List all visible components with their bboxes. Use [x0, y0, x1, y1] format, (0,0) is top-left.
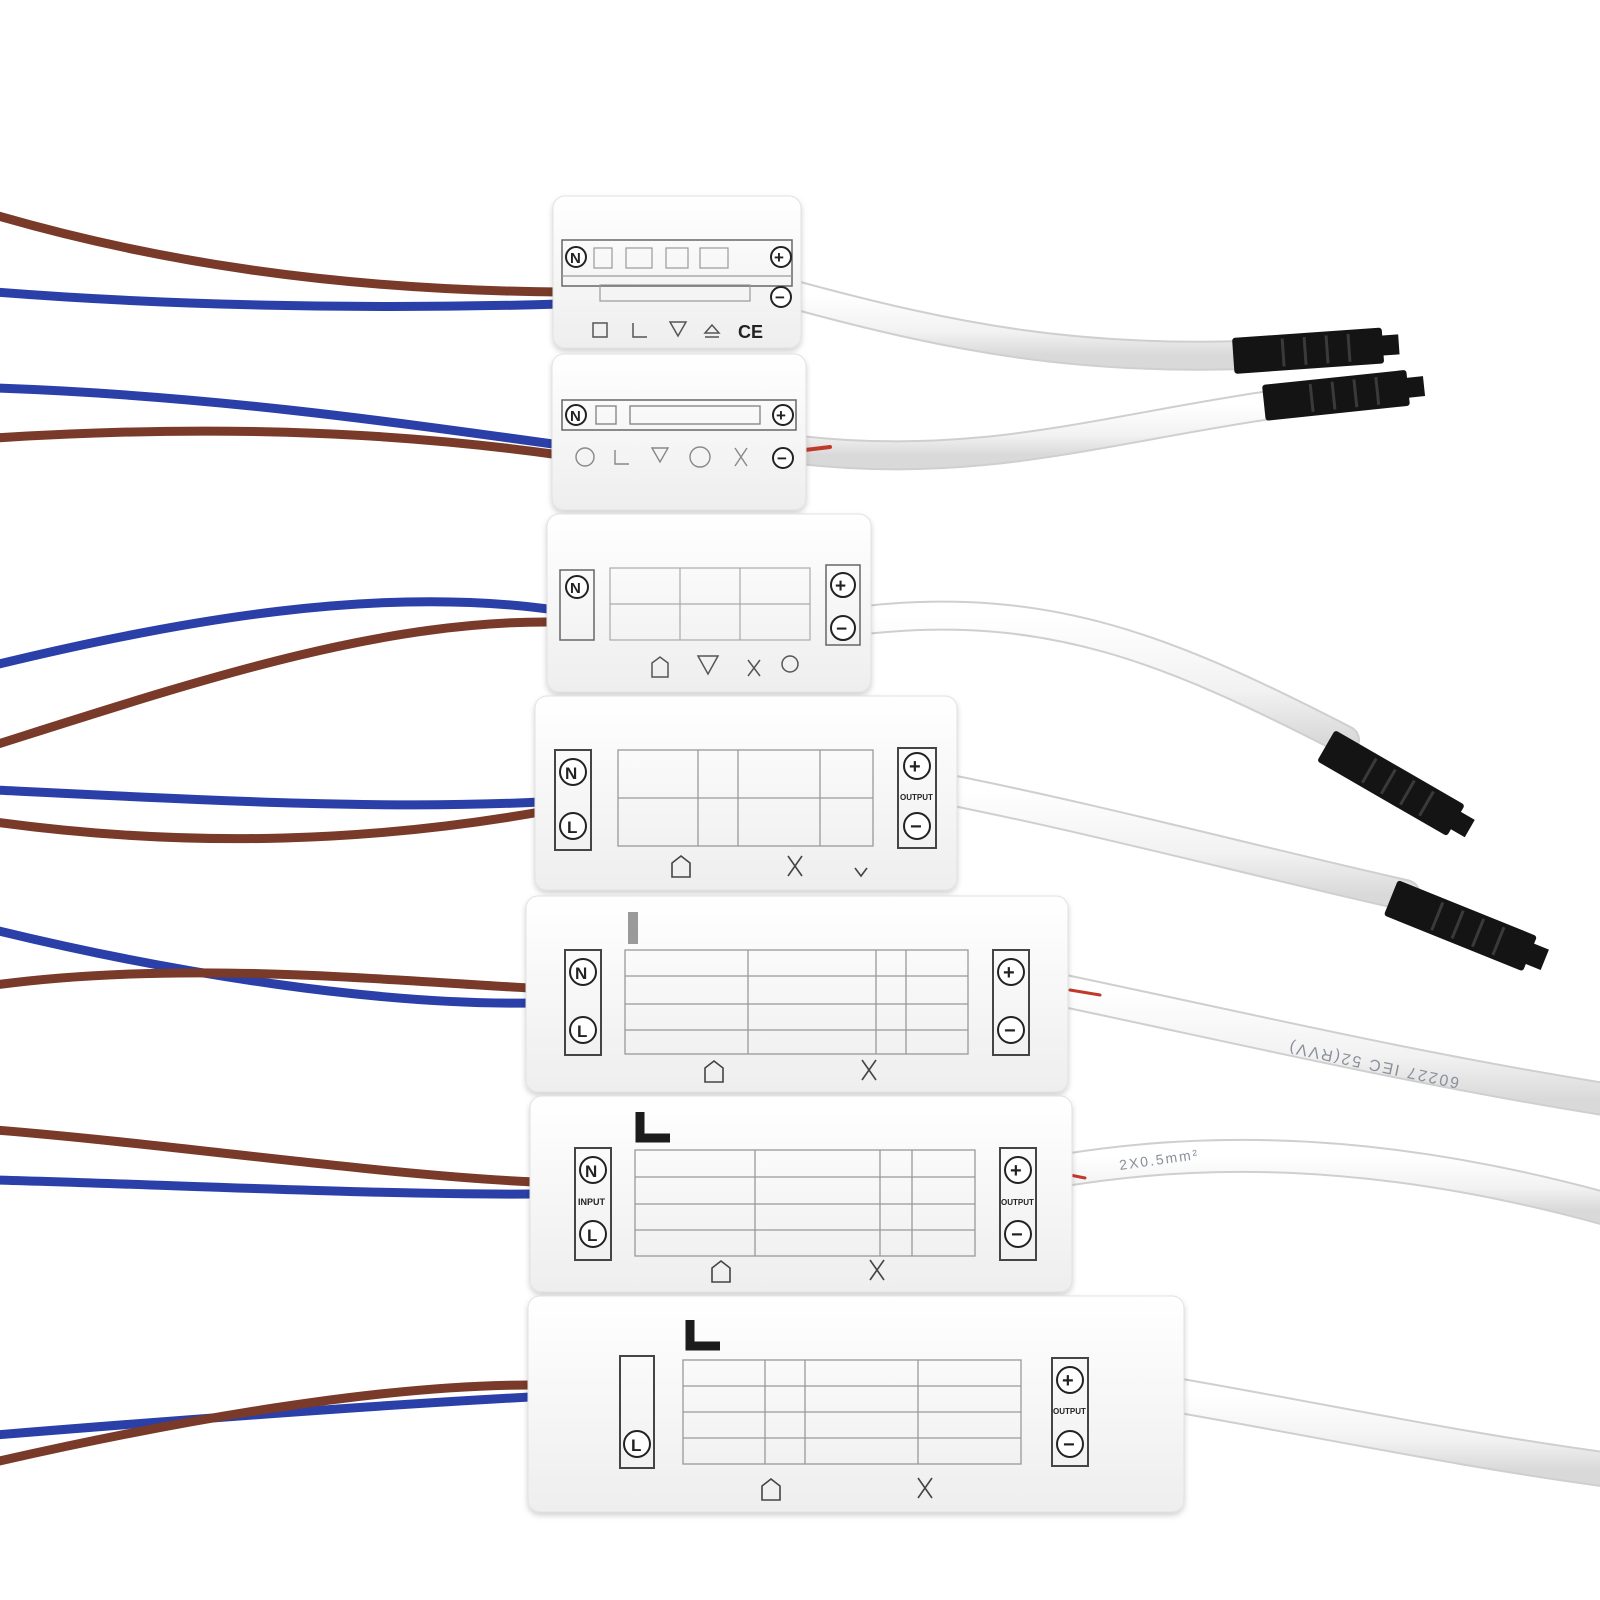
- driver-4-minus: −: [910, 816, 922, 838]
- output-cables: [780, 280, 1600, 1487]
- driver-7-output: OUTPUT: [1053, 1407, 1086, 1416]
- blue-wire-1: [0, 287, 565, 312]
- brown-wire-7: [0, 1380, 535, 1466]
- driver-3-n: N: [570, 580, 581, 597]
- brown-wire-3: [0, 617, 560, 749]
- driver-6-input: INPUT: [578, 1197, 606, 1207]
- brown-wire-5: [0, 968, 535, 993]
- brown-wire-1: [0, 211, 565, 297]
- driver-5-plus: +: [1003, 962, 1015, 984]
- led-driver-2: N + −: [551, 353, 807, 511]
- driver-5-minus: −: [1004, 1020, 1016, 1042]
- driver-3-minus: −: [836, 619, 847, 640]
- driver-3-plus: +: [835, 576, 846, 597]
- driver-6-minus: −: [1011, 1224, 1023, 1246]
- blue-wire-2: [0, 383, 565, 450]
- driver-2-minus: −: [777, 449, 787, 468]
- connectors: [1232, 327, 1549, 971]
- led-driver-6: N INPUT L + OUTPUT −: [529, 1095, 1073, 1293]
- brown-wire-6: [0, 1125, 540, 1187]
- driver-1-plus: +: [774, 248, 784, 267]
- driver-7-l: L: [631, 1436, 641, 1455]
- led-driver-1: N + − CE: [552, 195, 802, 349]
- driver-1-ce-mark: CE: [738, 322, 763, 342]
- led-driver-4: N L + OUTPUT −: [534, 695, 958, 891]
- driver-7-plus: +: [1062, 1370, 1074, 1392]
- driver-2-n: N: [570, 408, 581, 425]
- blue-wire-4: [0, 785, 545, 810]
- led-driver-5: N L + −: [525, 895, 1069, 1093]
- blue-wire-3: [0, 597, 560, 669]
- driver-2-plus: +: [776, 406, 786, 425]
- brown-wire-2: [0, 426, 565, 460]
- driver-6-n: N: [585, 1162, 597, 1181]
- driver-5-n: N: [575, 964, 587, 983]
- driver-1-n: N: [570, 250, 581, 267]
- driver-4-l: L: [567, 818, 577, 837]
- driver-4-plus: +: [909, 756, 921, 778]
- blue-wire-7: [0, 1392, 535, 1440]
- connector-1: [1232, 327, 1400, 374]
- driver-5-l: L: [577, 1022, 587, 1041]
- driver-6-output: OUTPUT: [1001, 1198, 1034, 1207]
- driver-6-plus: +: [1010, 1160, 1022, 1182]
- blue-wire-5: [0, 926, 535, 1008]
- driver-6-l: L: [587, 1226, 597, 1245]
- driver-4-n: N: [565, 764, 577, 783]
- driver-4-output: OUTPUT: [900, 793, 933, 802]
- connector-3: [1318, 731, 1475, 838]
- led-driver-3: N + −: [546, 513, 872, 693]
- led-driver-7: L + OUTPUT −: [527, 1295, 1185, 1513]
- driver-7-minus: −: [1063, 1434, 1075, 1456]
- input-wires: [0, 211, 565, 1466]
- brown-wire-4: [0, 807, 545, 844]
- driver-1-minus: −: [775, 288, 785, 307]
- connector-2: [1262, 370, 1426, 421]
- blue-wire-6: [0, 1175, 540, 1199]
- connector-4: [1384, 880, 1549, 971]
